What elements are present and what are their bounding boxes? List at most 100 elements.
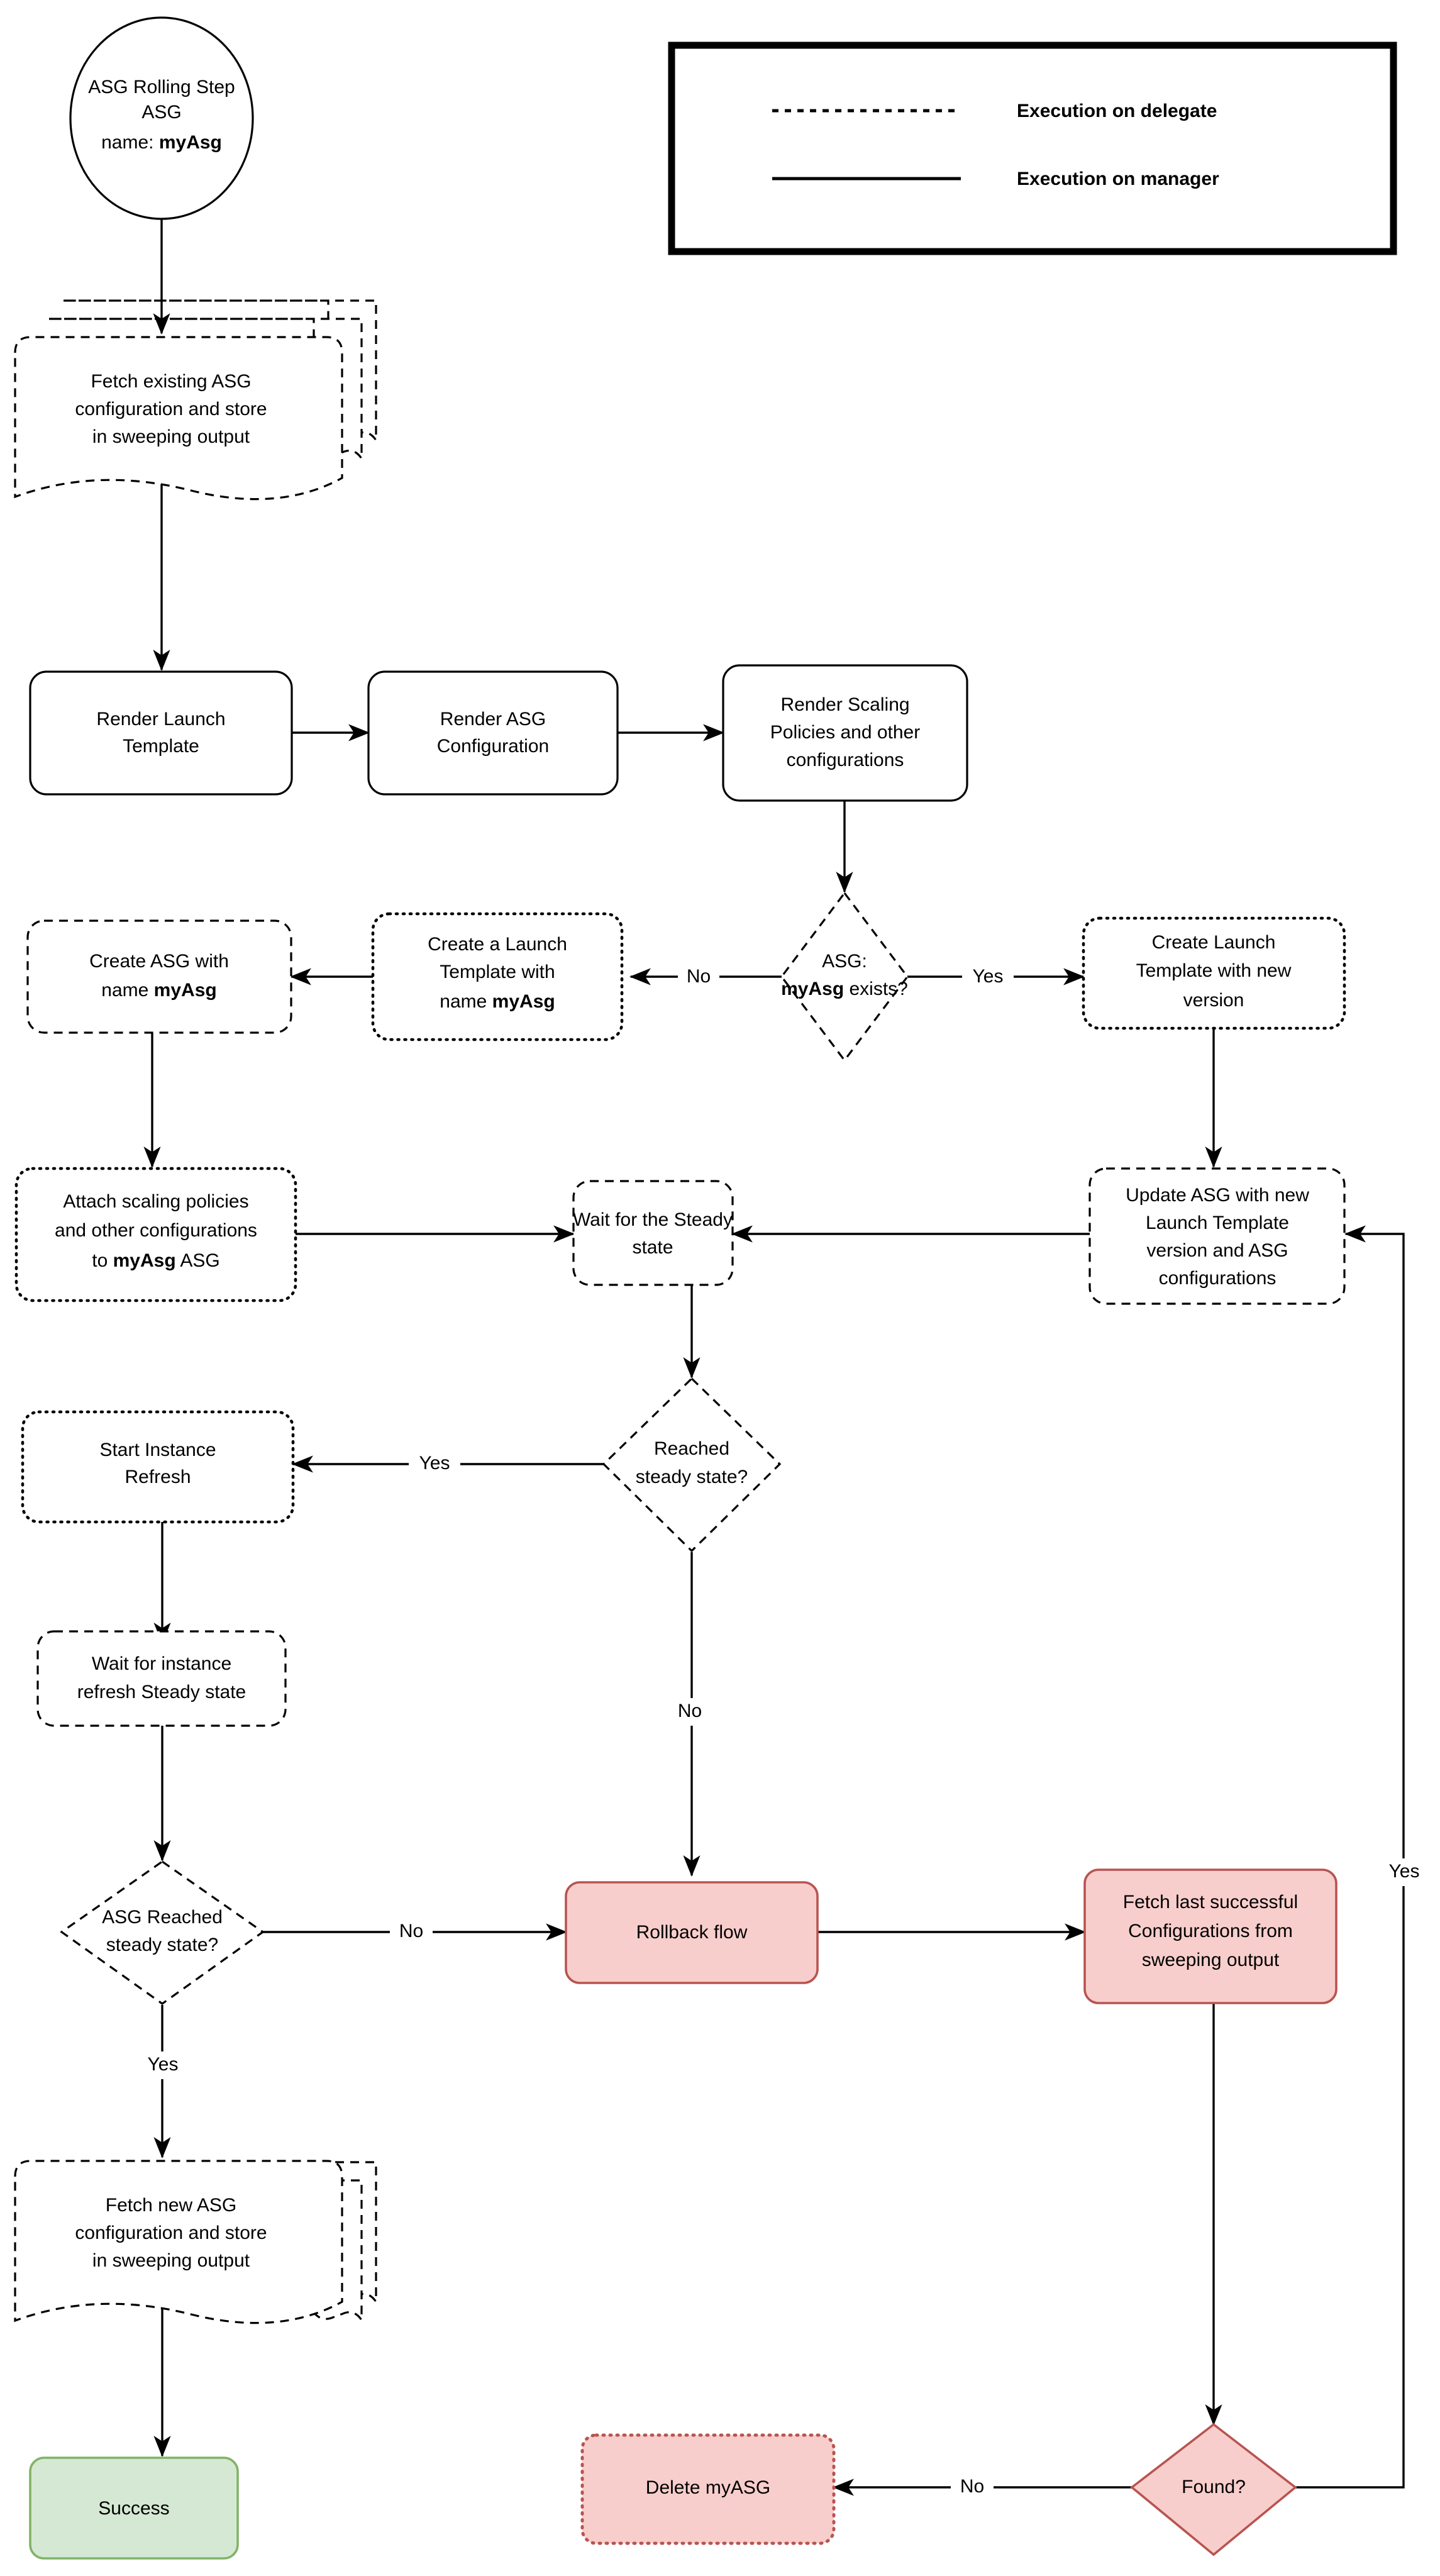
start-refresh-line-1: Start Instance bbox=[99, 1440, 216, 1460]
node-wait-instance-refresh[interactable]: Wait for instance refresh Steady state bbox=[36, 1630, 287, 1727]
fetch-new-doc-front[interactable] bbox=[14, 2160, 343, 2324]
asg-exists-diamond[interactable] bbox=[780, 891, 909, 1062]
create-lt-version-box[interactable] bbox=[1082, 916, 1346, 1030]
start-instance-refresh-box[interactable] bbox=[21, 1410, 295, 1524]
rollback-flow-box[interactable] bbox=[565, 1881, 819, 1984]
node-render-launch-template[interactable]: Render Launch Template bbox=[29, 670, 293, 796]
node-create-launch-template-version[interactable]: Create Launch Template with new version bbox=[1082, 916, 1346, 1030]
edge-labels: No Yes Yes No No Yes No Yes bbox=[137, 963, 1431, 2501]
found-label: Found? bbox=[1182, 2477, 1246, 2497]
create-asg-line-1: Create ASG with bbox=[89, 951, 229, 972]
legend-box bbox=[668, 42, 1397, 255]
node-render-scaling-policies[interactable]: Render Scaling Policies and other config… bbox=[722, 664, 968, 802]
wait-steady-line-1: Wait for the Steady bbox=[573, 1209, 733, 1230]
fetch-new-line-2: configuration and store bbox=[75, 2223, 267, 2243]
node-wait-steady-state[interactable]: Wait for the Steady state bbox=[572, 1180, 734, 1286]
rollback-flow-label: Rollback flow bbox=[636, 1922, 748, 1943]
fetch-last-line-3: sweeping output bbox=[1142, 1950, 1280, 1970]
render-launch-template-box[interactable] bbox=[29, 670, 293, 796]
create-lt-version-line-2: Template with new bbox=[1136, 960, 1292, 981]
create-lt-named-line-1: Create a Launch bbox=[428, 934, 567, 955]
render-lt-line-2: Template bbox=[123, 736, 199, 757]
node-rollback-flow[interactable]: Rollback flow bbox=[565, 1881, 819, 1984]
found-diamond[interactable] bbox=[1130, 2423, 1297, 2557]
success-label: Success bbox=[98, 2498, 169, 2519]
render-scaling-line-1: Render Scaling bbox=[780, 694, 909, 715]
legend: Execution on delegate Execution on manag… bbox=[668, 42, 1397, 255]
render-asg-line-2: Configuration bbox=[437, 736, 549, 757]
node-success[interactable]: Success bbox=[29, 2457, 239, 2560]
node-asg-reached-steady-decision[interactable]: ASG Reached steady state? bbox=[60, 1860, 265, 2005]
edge-label-asgreached-yes: Yes bbox=[148, 2054, 179, 2075]
fetch-new-line-3: in sweeping output bbox=[92, 2250, 250, 2271]
create-lt-named-box[interactable] bbox=[371, 912, 624, 1041]
wait-instance-refresh-box[interactable] bbox=[36, 1630, 287, 1727]
create-lt-version-line-3: version bbox=[1183, 990, 1244, 1011]
edge-label-exists-no: No bbox=[687, 966, 711, 987]
edge-label-exists-yes: Yes bbox=[973, 966, 1004, 987]
wait-refresh-line-2: refresh Steady state bbox=[77, 1682, 246, 1702]
node-fetch-existing-config[interactable]: Fetch existing ASG configuration and sto… bbox=[14, 299, 377, 501]
create-lt-named-line-2: Template with bbox=[440, 962, 555, 982]
create-asg-line-2: name myAsg bbox=[101, 980, 216, 1001]
update-asg-line-2: Launch Template bbox=[1146, 1213, 1289, 1233]
start-line-3: name: myAsg bbox=[101, 132, 222, 153]
attach-line-1: Attach scaling policies bbox=[63, 1191, 248, 1212]
create-asg-box[interactable] bbox=[26, 919, 292, 1034]
node-create-launch-template-named[interactable]: Create a Launch Template with name myAsg bbox=[371, 912, 624, 1041]
start-refresh-line-2: Refresh bbox=[125, 1467, 191, 1487]
create-lt-version-line-1: Create Launch bbox=[1152, 932, 1276, 953]
node-asg-exists-decision[interactable]: ASG: myAsg exists? bbox=[780, 891, 909, 1062]
attach-line-2: and other configurations bbox=[55, 1220, 257, 1241]
update-asg-line-1: Update ASG with new bbox=[1126, 1185, 1309, 1206]
legend-label-manager: Execution on manager bbox=[1017, 169, 1219, 189]
attach-policies-box[interactable] bbox=[14, 1167, 297, 1302]
node-start-instance-refresh[interactable]: Start Instance Refresh bbox=[21, 1410, 295, 1524]
fetch-existing-doc-front[interactable] bbox=[14, 336, 343, 501]
fetch-last-line-2: Configurations from bbox=[1128, 1921, 1293, 1941]
asg-reached-line-1: ASG Reached bbox=[102, 1907, 223, 1928]
render-asg-config-box[interactable] bbox=[367, 670, 619, 796]
node-reached-steady-decision[interactable]: Reached steady state? bbox=[602, 1377, 782, 1553]
fetch-last-line-1: Fetch last successful bbox=[1123, 1892, 1298, 1913]
node-create-asg[interactable]: Create ASG with name myAsg bbox=[26, 919, 292, 1034]
node-found-decision[interactable]: Found? bbox=[1130, 2423, 1297, 2557]
update-asg-box[interactable] bbox=[1088, 1167, 1346, 1305]
render-scaling-line-3: configurations bbox=[787, 750, 904, 770]
fetch-last-successful-box[interactable] bbox=[1083, 1868, 1338, 2004]
attach-line-3: to myAsg ASG bbox=[92, 1250, 219, 1271]
node-delete-myasg[interactable]: Delete myASG bbox=[580, 2433, 836, 2545]
asg-reached-line-2: steady state? bbox=[106, 1935, 218, 1955]
reached-steady-line-1: Reached bbox=[654, 1438, 729, 1459]
asg-exists-line-1: ASG: bbox=[822, 951, 867, 972]
fetch-new-line-1: Fetch new ASG bbox=[106, 2195, 236, 2216]
start-ellipse[interactable] bbox=[69, 16, 254, 220]
node-attach-scaling-policies[interactable]: Attach scaling policies and other config… bbox=[14, 1167, 297, 1302]
update-asg-line-4: configurations bbox=[1159, 1268, 1277, 1289]
render-scaling-box[interactable] bbox=[722, 664, 968, 802]
asg-reached-steady-diamond[interactable] bbox=[60, 1860, 265, 2005]
fetch-existing-line-1: Fetch existing ASG bbox=[91, 371, 251, 392]
render-asg-line-1: Render ASG bbox=[440, 709, 546, 730]
node-update-asg[interactable]: Update ASG with new Launch Template vers… bbox=[1088, 1167, 1346, 1305]
wait-steady-box[interactable] bbox=[572, 1180, 734, 1286]
node-fetch-new-asg-config[interactable]: Fetch new ASG configuration and store in… bbox=[14, 2160, 377, 2324]
node-fetch-last-successful[interactable]: Fetch last successful Configurations fro… bbox=[1083, 1868, 1338, 2004]
reached-steady-diamond[interactable] bbox=[602, 1377, 782, 1553]
start-line-1: ASG Rolling Step bbox=[88, 77, 235, 97]
start-line-2: ASG bbox=[141, 102, 181, 123]
success-box[interactable] bbox=[29, 2457, 239, 2560]
edges bbox=[143, 217, 1405, 2496]
node-start[interactable]: ASG Rolling Step ASG name: myAsg bbox=[69, 16, 254, 220]
edge-label-found-no: No bbox=[960, 2476, 984, 2497]
render-scaling-line-2: Policies and other bbox=[770, 722, 920, 743]
reached-steady-line-2: steady state? bbox=[636, 1467, 748, 1487]
create-lt-named-line-3: name myAsg bbox=[440, 991, 555, 1012]
node-render-asg-configuration[interactable]: Render ASG Configuration bbox=[367, 670, 619, 796]
asg-exists-line-2: myAsg exists? bbox=[781, 979, 908, 999]
legend-label-delegate: Execution on delegate bbox=[1017, 101, 1217, 121]
delete-myasg-label: Delete myASG bbox=[646, 2477, 770, 2498]
delete-myasg-box[interactable] bbox=[580, 2433, 836, 2545]
